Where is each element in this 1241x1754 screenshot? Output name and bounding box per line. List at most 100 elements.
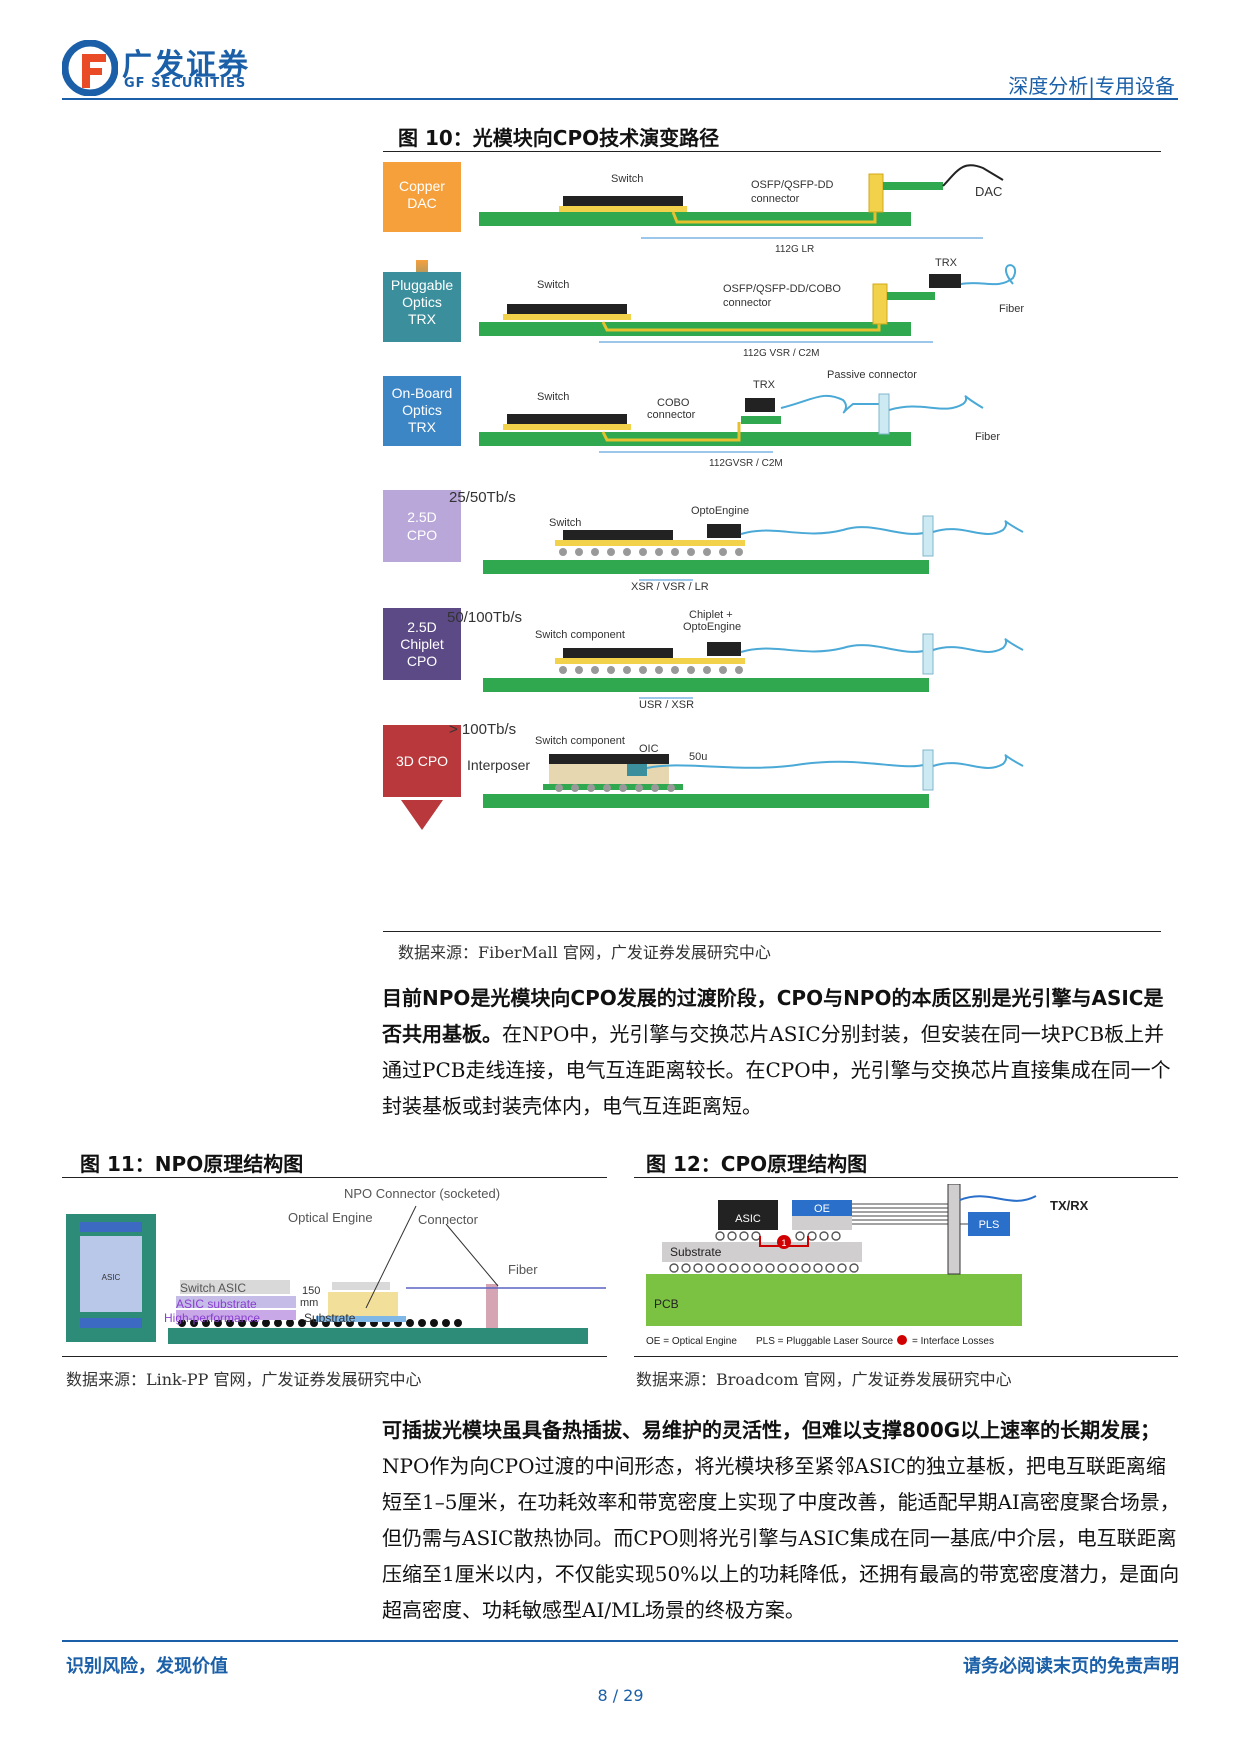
figure-11-diagram: ASIC NPO Connector (socketed) Optical En… [66, 1186, 606, 1344]
svg-text:Chiplet +: Chiplet + [689, 609, 733, 621]
svg-text:Switch component: Switch component [535, 735, 625, 747]
svg-text:OE = Optical Engine: OE = Optical Engine [646, 1336, 737, 1347]
paragraph-1-lead: 目前NPO是光模块向CPO发展的过渡阶段，CPO与NPO的本质区别是光引擎与AS… [382, 986, 1164, 1046]
svg-text:Substrate: Substrate [670, 1245, 722, 1259]
svg-text:PLS: PLS [979, 1219, 1000, 1231]
svg-text:DAC: DAC [407, 195, 437, 211]
svg-text:COBO: COBO [657, 397, 690, 409]
figure-11-top-rule [62, 1177, 607, 1178]
footer-disclaimer-link[interactable]: 请务必阅读末页的免责声明 [963, 1656, 1179, 1677]
svg-text:2.5D: 2.5D [407, 619, 437, 635]
logo-en: GF SECURITIES [124, 76, 247, 91]
svg-text:Passive connector: Passive connector [827, 369, 917, 381]
svg-text:Switch: Switch [611, 173, 643, 185]
stage-box: 2.5D Chiplet CPO [383, 608, 461, 680]
svg-text:TX/RX: TX/RX [1050, 1198, 1089, 1213]
svg-text:Optical Engine: Optical Engine [288, 1210, 373, 1225]
figure-10-diagram: Copper DAC Pluggable Optics TRX On-Board… [383, 162, 1024, 830]
stage-box: 2.5D CPO [383, 490, 461, 562]
svg-text:Pluggable: Pluggable [391, 277, 453, 293]
svg-text:Switch ASIC: Switch ASIC [180, 1281, 246, 1295]
paragraph-2: 可插拔光模块虽具备热插拔、易维护的灵活性，但难以支撑800G以上速率的长期发展；… [382, 1412, 1182, 1628]
svg-text:Optics: Optics [402, 402, 442, 418]
svg-text:OIC: OIC [639, 743, 659, 755]
svg-text:ASIC: ASIC [102, 1273, 121, 1282]
paragraph-2-lead: 可插拔光模块虽具备热插拔、易维护的灵活性，但难以支撑800G以上速率的长期发展； [382, 1418, 1161, 1442]
header-rule [62, 98, 1178, 100]
logo: 广发证券 GF SECURITIES [62, 40, 262, 96]
svg-text:3D CPO: 3D CPO [396, 753, 448, 769]
svg-text:Copper: Copper [399, 178, 445, 194]
svg-text:CPO: CPO [407, 527, 437, 543]
logo-cn: 广发证券 [122, 48, 250, 83]
figure-11-caption: 图 11：NPO原理结构图 [80, 1152, 304, 1176]
footer-slogan: 识别风险，发现价值 [66, 1656, 228, 1677]
row-25d-cpo: 25/50Tb/s Switch OptoEngine XSR / VSR / … [449, 489, 1024, 593]
figure-12-bottom-rule [634, 1356, 1178, 1357]
figure-10-bottom-rule [383, 931, 1161, 932]
svg-text:OptoEngine: OptoEngine [691, 505, 749, 517]
svg-text:USR / XSR: USR / XSR [639, 699, 694, 711]
svg-text:NPO Connector (socketed): NPO Connector (socketed) [344, 1186, 500, 1201]
row-copper-dac: Switch OSFP/QSFP-DD connector DAC 112G L… [479, 164, 1004, 255]
svg-text:Optics: Optics [402, 294, 442, 310]
svg-text:112G LR: 112G LR [775, 244, 814, 255]
svg-text:OSFP/QSFP-DD/COBO: OSFP/QSFP-DD/COBO [723, 283, 841, 295]
svg-text:CPO: CPO [407, 653, 437, 669]
figure-12-diagram: 1 ASIC OE Substrate PCB TX/RX PLS OE = O… [646, 1184, 1089, 1347]
figure-12-caption: 图 12：CPO原理结构图 [646, 1152, 868, 1176]
stage-box: Pluggable Optics TRX [383, 272, 461, 342]
paragraph-1: 目前NPO是光模块向CPO发展的过渡阶段，CPO与NPO的本质区别是光引擎与AS… [382, 980, 1182, 1124]
svg-text:112G VSR / C2M: 112G VSR / C2M [743, 348, 820, 359]
arrow-down-icon [401, 800, 443, 830]
svg-text:connector: connector [751, 193, 800, 205]
svg-text:Switch: Switch [537, 391, 569, 403]
paragraph-1-body: 在NPO中，光引擎与交换芯片ASIC分别封装，但安装在同一块PCB板上并通过PC… [382, 1022, 1171, 1118]
svg-text:PLS = Pluggable Laser Source: PLS = Pluggable Laser Source [756, 1336, 893, 1347]
svg-text:2.5D: 2.5D [407, 509, 437, 525]
svg-text:150: 150 [302, 1285, 320, 1297]
svg-text:1: 1 [781, 1238, 786, 1248]
row-on-board: Switch COBO connector TRX Passive connec… [479, 369, 1000, 469]
row-3d-cpo: > 100Tb/s Switch component OIC 50u Inter… [449, 721, 1024, 808]
svg-text:= Interface Losses: = Interface Losses [912, 1336, 994, 1347]
svg-text:ASIC substrate: ASIC substrate [176, 1297, 257, 1311]
svg-text:Switch component: Switch component [535, 629, 625, 641]
svg-text:TRX: TRX [753, 379, 776, 391]
footer-rule [62, 1640, 1178, 1642]
report-tag: 深度分析|专用设备 [1008, 74, 1175, 98]
figure-12-source: 数据来源：Broadcom 官网，广发证券发展研究中心 [636, 1370, 1012, 1389]
svg-text:Substrate: Substrate [304, 1311, 356, 1325]
svg-text:XSR / VSR / LR: XSR / VSR / LR [631, 581, 709, 593]
gf-logo-icon [62, 40, 118, 96]
svg-text:Connector: Connector [418, 1212, 479, 1227]
figure-10-source: 数据来源：FiberMall 官网，广发证券发展研究中心 [398, 943, 771, 962]
svg-text:ASIC: ASIC [735, 1213, 761, 1225]
figure-10-caption: 图 10：光模块向CPO技术演变路径 [398, 126, 720, 150]
svg-text:OSFP/QSFP-DD: OSFP/QSFP-DD [751, 179, 834, 191]
svg-text:Chiplet: Chiplet [400, 636, 444, 652]
svg-text:OptoEngine: OptoEngine [683, 621, 741, 633]
svg-text:TRX: TRX [408, 311, 437, 327]
svg-text:On-Board: On-Board [392, 385, 453, 401]
svg-text:connector: connector [723, 297, 772, 309]
figure-12-top-rule [634, 1177, 1178, 1178]
page-number: 8 / 29 [597, 1686, 644, 1705]
svg-text:> 100Tb/s: > 100Tb/s [449, 721, 516, 738]
svg-text:50/100Tb/s: 50/100Tb/s [447, 609, 522, 626]
row-pluggable: Switch OSFP/QSFP-DD/COBO connector TRX F… [479, 257, 1024, 359]
figure-10-top-rule [383, 151, 1161, 152]
svg-text:connector: connector [647, 409, 696, 421]
svg-text:mm: mm [300, 1297, 318, 1309]
svg-text:Fiber: Fiber [999, 303, 1024, 315]
row-25d-chiplet-cpo: 50/100Tb/s Switch component Chiplet + Op… [447, 609, 1024, 711]
svg-text:Fiber: Fiber [508, 1262, 538, 1277]
figure-11-source: 数据来源：Link-PP 官网，广发证券发展研究中心 [66, 1370, 422, 1389]
svg-text:Fiber: Fiber [975, 431, 1000, 443]
svg-text:High-performance: High-performance [164, 1311, 260, 1325]
figure-11-bottom-rule [62, 1356, 607, 1357]
stage-box: Copper DAC [383, 162, 461, 232]
svg-text:25/50Tb/s: 25/50Tb/s [449, 489, 516, 506]
svg-text:TRX: TRX [408, 419, 437, 435]
paragraph-2-body: NPO作为向CPO过渡的中间形态，将光模块移至紧邻ASIC的独立基板，把电互联距… [382, 1454, 1180, 1622]
